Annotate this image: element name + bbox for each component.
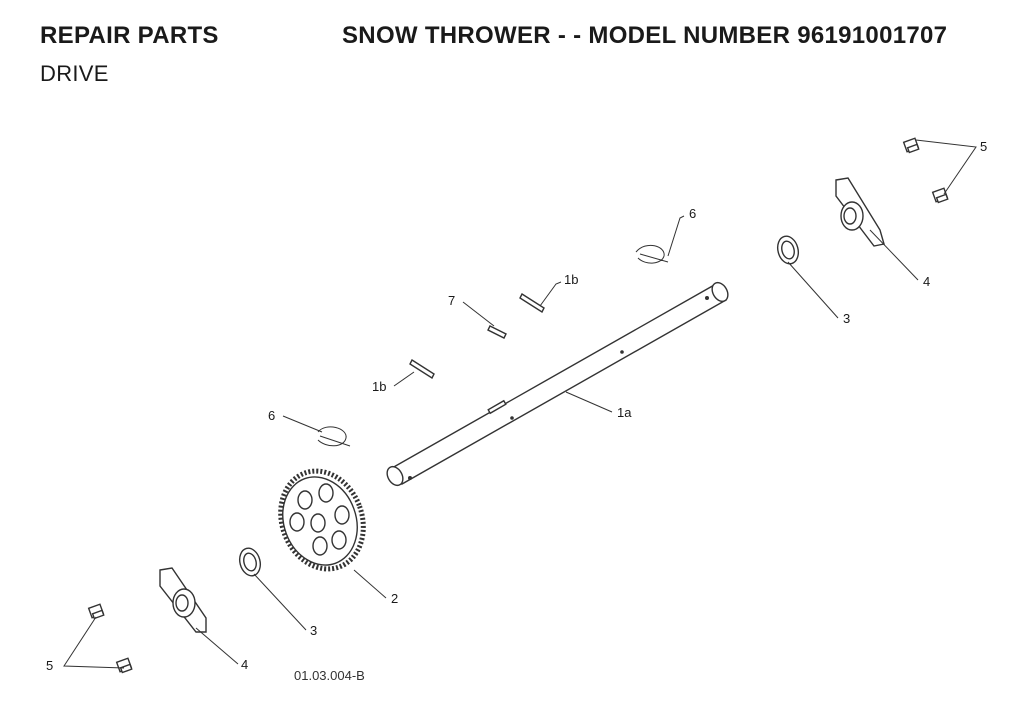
callout-4-bottom: 4 [241, 657, 248, 672]
callout-5-bottom: 5 [46, 658, 53, 673]
figure-id: 01.03.004-B [294, 668, 365, 683]
callout-5-top: 5 [980, 139, 987, 154]
section-subtitle: DRIVE [40, 61, 109, 86]
model-title: SNOW THROWER - - MODEL NUMBER 9619100170… [342, 22, 948, 49]
key-top [519, 292, 545, 314]
bearing-flange-bottom [159, 567, 207, 633]
callout-2: 2 [391, 591, 398, 606]
washer-bottom [238, 547, 262, 577]
callout-1b-middle: 1b [372, 379, 386, 394]
bolt-top-2 [931, 187, 949, 204]
leader-lines [63, 139, 977, 669]
callout-1b-top: 1b [564, 272, 578, 287]
gear [278, 468, 366, 572]
hairpin-clip-left [317, 426, 351, 447]
callout-6-top: 6 [689, 206, 696, 221]
callout-7: 7 [448, 293, 455, 308]
callout-3-top: 3 [843, 311, 850, 326]
key-middle [409, 358, 435, 380]
drive-shaft [386, 281, 729, 487]
bolt-bottom-1 [87, 603, 105, 620]
callout-4-top: 4 [923, 274, 930, 289]
bolt-top-1 [902, 137, 920, 154]
bearing-flange-top [835, 177, 885, 247]
pin [487, 325, 507, 339]
page-title: REPAIR PARTS [40, 22, 219, 49]
callout-3-bottom: 3 [310, 623, 317, 638]
callout-1a: 1a [617, 405, 632, 420]
bolt-bottom-2 [115, 657, 133, 674]
callout-6-left: 6 [268, 408, 275, 423]
washer-top [776, 235, 800, 265]
hairpin-clip-top [635, 244, 669, 264]
